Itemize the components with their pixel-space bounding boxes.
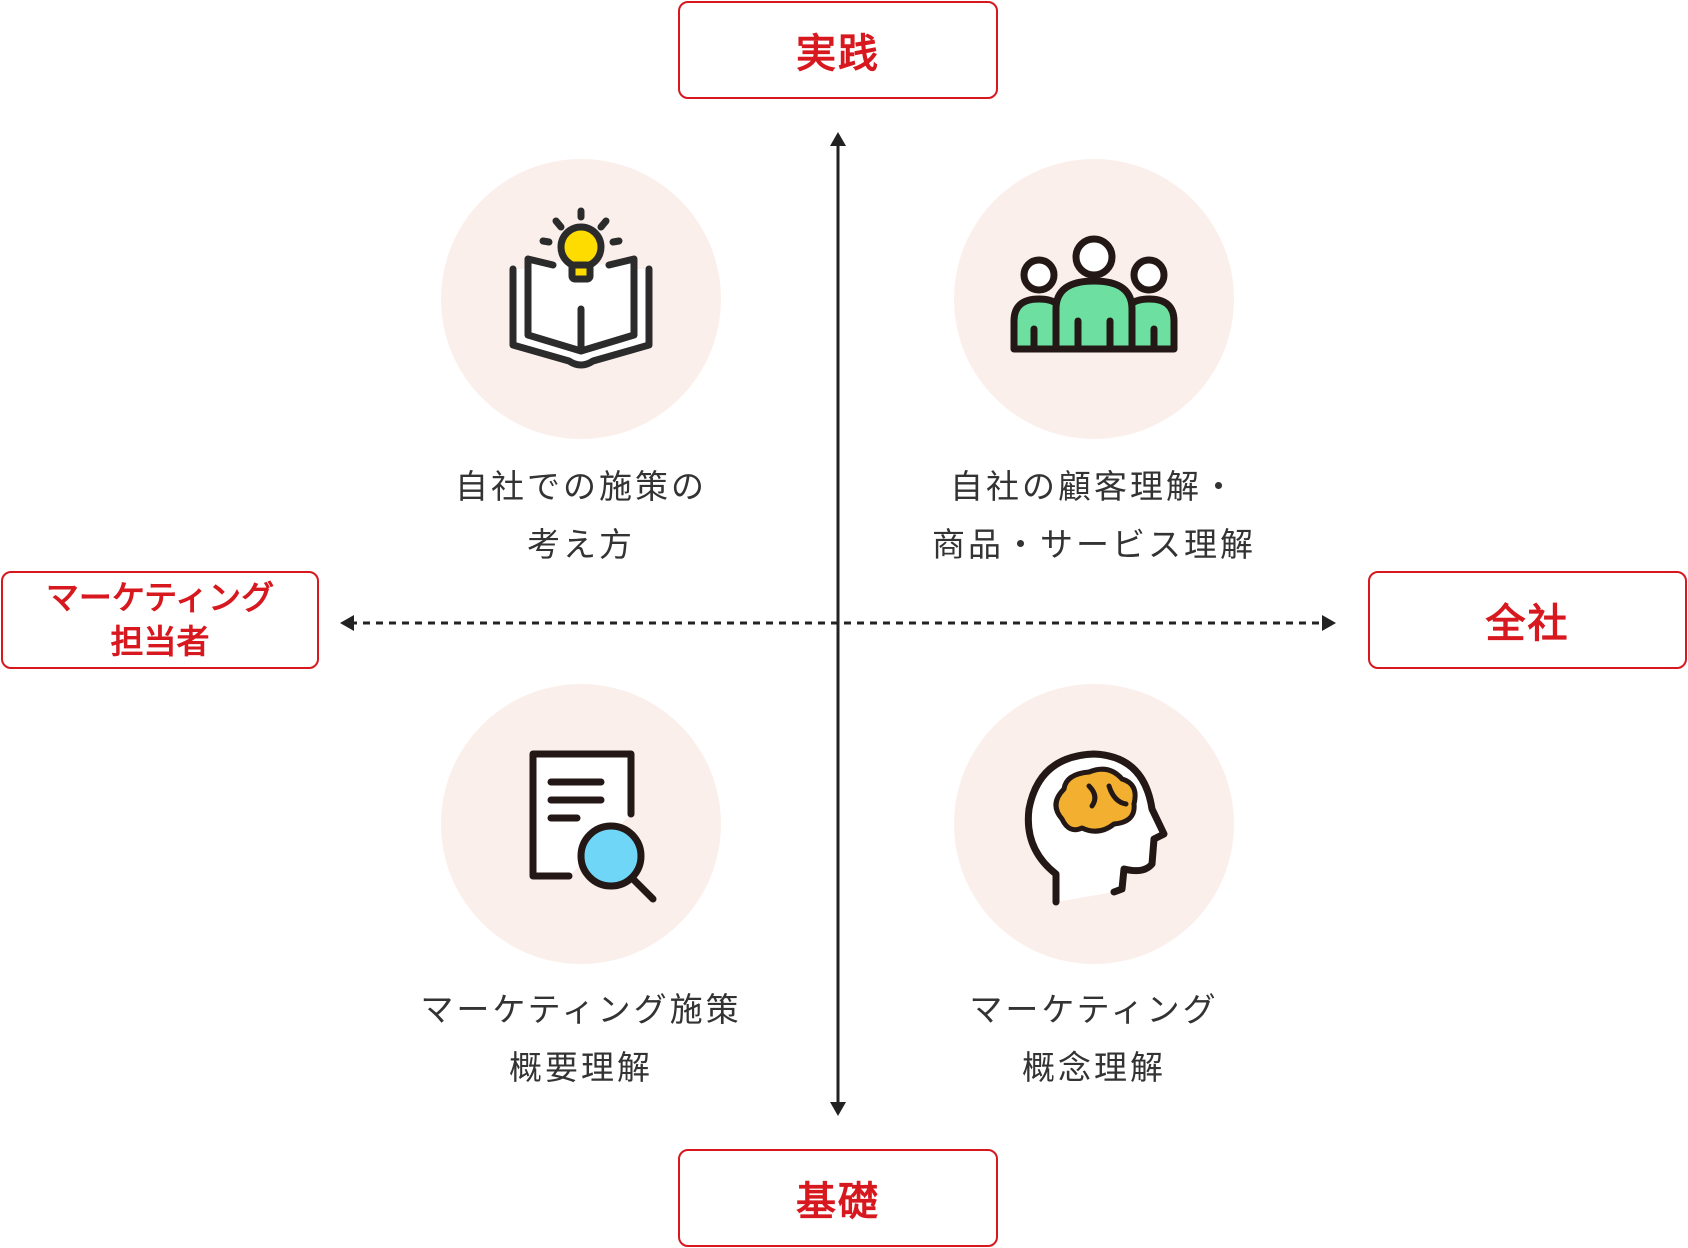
brain-head-icon [1024,750,1168,906]
axis-left-text-2: 担当者 [110,622,210,661]
people-group-icon [1010,235,1178,353]
arrow-right-icon [1322,615,1336,631]
book-lightbulb-icon [509,207,653,369]
label-line: 概念理解 [1022,1048,1166,1087]
quadrant-bottom-right-label: マーケティング 概念理解 [884,981,1304,1097]
quadrant-top-left-label: 自社での施策の 考え方 [371,458,791,574]
arrow-down-icon [830,1102,846,1116]
quadrant-top-right-label: 自社の顧客理解・ 商品・サービス理解 [884,458,1304,574]
axis-top-text: 実践 [796,31,880,77]
label-line: 自社の顧客理解・ [950,467,1238,506]
axis-label-top: 実践 [678,1,998,99]
label-line: 自社での施策の [455,467,707,506]
label-line: 概要理解 [509,1048,653,1087]
document-search-icon [529,750,657,903]
quadrant-top-left-circle [441,159,721,439]
axis-bottom-text: 基礎 [796,1179,880,1225]
quadrant-bottom-left-circle [441,684,721,964]
label-line: マーケティング [969,990,1219,1029]
quadrant-bottom-left-label: マーケティング施策 概要理解 [371,981,791,1097]
arrow-left-icon [340,615,354,631]
axis-left-text-1: マーケティング [45,578,275,617]
label-line: 商品・サービス理解 [932,525,1256,564]
arrow-up-icon [830,132,846,146]
label-line: マーケティング施策 [420,990,742,1029]
quadrant-top-right-circle [954,159,1234,439]
axis-right-text: 全社 [1485,601,1570,647]
quadrant-bottom-right-circle [954,684,1234,964]
label-line: 考え方 [527,525,635,564]
axis-label-right: 全社 [1368,571,1687,669]
axis-label-bottom: 基礎 [678,1149,998,1247]
axis-label-left: マーケティング担当者 [1,571,319,669]
